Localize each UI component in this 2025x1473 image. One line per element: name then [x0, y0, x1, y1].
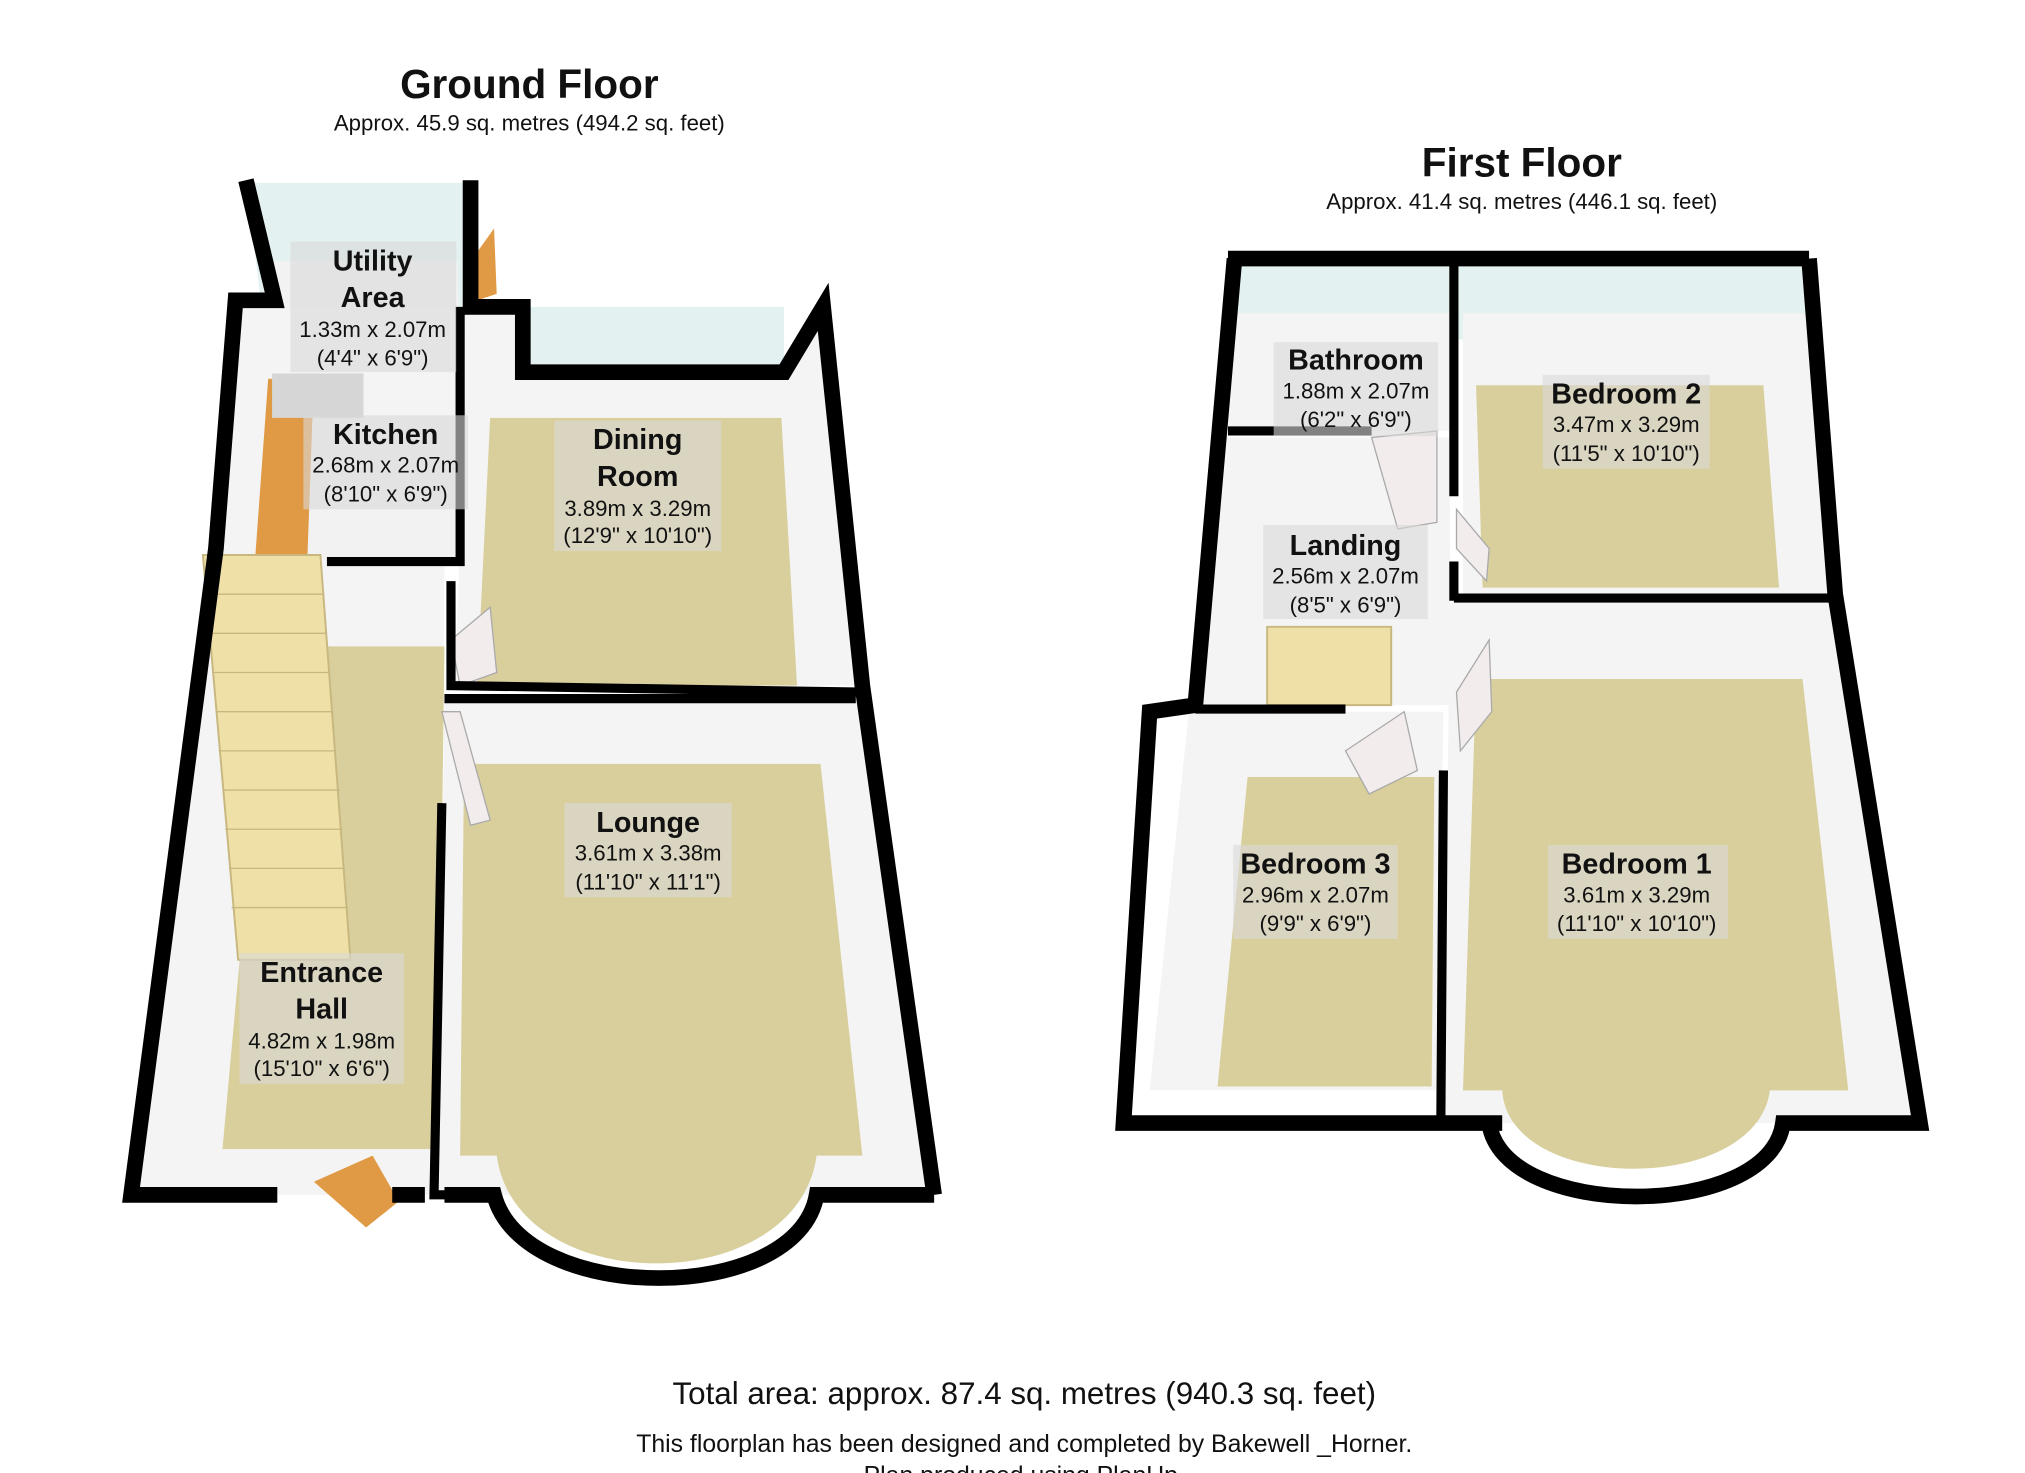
- credit-line-2: Plan produced using PlanUp.: [864, 1462, 1185, 1473]
- ground-floor-title: Ground Floor: [400, 61, 659, 107]
- lounge-floor: [460, 763, 863, 1264]
- bedroom-1-door: [1455, 637, 1493, 753]
- room-label-dining-room: Dining Room 3.89m x 3.29m (12'9" x 10'10…: [554, 420, 722, 552]
- staircase: [201, 554, 352, 961]
- room-dimensions-imperial: (11'10" x 11'1"): [575, 869, 721, 894]
- room-dimensions-metric: 1.33m x 2.07m: [299, 317, 446, 342]
- first-floor-area: Approx. 41.4 sq. metres (446.1 sq. feet): [1326, 189, 1717, 214]
- room-dimensions-metric: 2.96m x 2.07m: [1242, 882, 1389, 907]
- room-label-bathroom: Bathroom 1.88m x 2.07m (6'2" x 6'9"): [1273, 342, 1439, 437]
- room-name: Landing: [1290, 530, 1402, 562]
- ground-floor-plan: Ground Floor Approx. 45.9 sq. metres (49…: [122, 61, 942, 1286]
- dining-window: [522, 306, 784, 373]
- room-name: Room: [597, 461, 678, 493]
- room-dimensions-imperial: (15'10" x 6'6"): [253, 1056, 389, 1081]
- first-floor-title: First Floor: [1422, 139, 1622, 185]
- room-dimensions-imperial: (9'9" x 6'9"): [1260, 911, 1372, 936]
- first-floor-walls: [1115, 250, 1930, 1205]
- ground-floor-walls: [122, 178, 942, 1286]
- bedroom-2-door: [1455, 507, 1490, 583]
- room-dimensions-metric: 2.56m x 2.07m: [1272, 564, 1419, 589]
- dining-door: [450, 605, 498, 687]
- room-dimensions-imperial: (4'4" x 6'9"): [317, 346, 429, 371]
- room-label-landing: Landing 2.56m x 2.07m (8'5" x 6'9"): [1263, 524, 1428, 619]
- sink: [272, 373, 364, 418]
- total-area: Total area: approx. 87.4 sq. metres (940…: [672, 1376, 1376, 1411]
- room-name: Bathroom: [1288, 345, 1424, 377]
- room-name: Hall: [295, 994, 348, 1026]
- room-label-bedroom-1: Bedroom 1 3.61m x 3.29m (11'10" x 10'10"…: [1547, 844, 1729, 939]
- room-dimensions-imperial: (11'10" x 10'10"): [1557, 911, 1717, 936]
- room-name: Kitchen: [333, 419, 438, 451]
- room-dimensions-metric: 4.82m x 1.98m: [248, 1029, 395, 1054]
- front-door: [313, 1155, 399, 1228]
- room-label-bedroom-2: Bedroom 2 3.47m x 3.29m (11'5" x 10'10"): [1542, 374, 1710, 469]
- landing-stairs: [1266, 625, 1393, 707]
- room-dimensions-imperial: (8'10" x 6'9"): [324, 481, 448, 506]
- room-name: Utility: [333, 245, 413, 277]
- room-name: Area: [341, 282, 406, 314]
- room-name: Dining: [593, 424, 682, 456]
- room-dimensions-imperial: (12'9" x 10'10"): [563, 523, 712, 548]
- room-dimensions-metric: 3.47m x 3.29m: [1553, 412, 1700, 437]
- room-label-lounge: Lounge 3.61m x 3.38m (11'10" x 11'1"): [564, 803, 732, 898]
- room-name: Lounge: [596, 807, 700, 839]
- room-name: Bedroom 3: [1240, 849, 1390, 881]
- first-floor-plan: First Floor Approx. 41.4 sq. metres (446…: [1115, 139, 1930, 1205]
- room-name: Entrance: [260, 957, 383, 989]
- room-name: Bedroom 1: [1562, 849, 1712, 881]
- room-dimensions-metric: 3.61m x 3.29m: [1563, 882, 1710, 907]
- room-dimensions-metric: 2.68m x 2.07m: [312, 453, 459, 478]
- ground-floor-area: Approx. 45.9 sq. metres (494.2 sq. feet): [334, 111, 725, 136]
- room-dimensions-imperial: (11'5" x 10'10"): [1553, 441, 1700, 466]
- lounge-door: [441, 711, 491, 827]
- room-dimensions-imperial: (6'2" x 6'9"): [1300, 407, 1412, 432]
- room-label-utility-area: Utility Area 1.33m x 2.07m (4'4" x 6'9"): [290, 241, 457, 373]
- room-label-kitchen: Kitchen 2.68m x 2.07m (8'10" x 6'9"): [303, 415, 468, 510]
- kitchen-worktop: [255, 378, 314, 559]
- bedroom-3-door: [1344, 710, 1419, 795]
- room-dimensions-imperial: (8'5" x 6'9"): [1290, 592, 1402, 617]
- room-name: Bedroom 2: [1551, 379, 1701, 411]
- room-dimensions-metric: 3.61m x 3.38m: [575, 841, 722, 866]
- room-label-entrance-hall: Entrance Hall 4.82m x 1.98m (15'10" x 6'…: [239, 953, 404, 1084]
- room-label-bedroom-3: Bedroom 3 2.96m x 2.07m (9'9" x 6'9"): [1233, 844, 1398, 939]
- room-dimensions-metric: 1.88m x 2.07m: [1283, 378, 1430, 403]
- credit-line-1: This floorplan has been designed and com…: [636, 1431, 1412, 1458]
- room-dimensions-metric: 3.89m x 3.29m: [564, 496, 711, 521]
